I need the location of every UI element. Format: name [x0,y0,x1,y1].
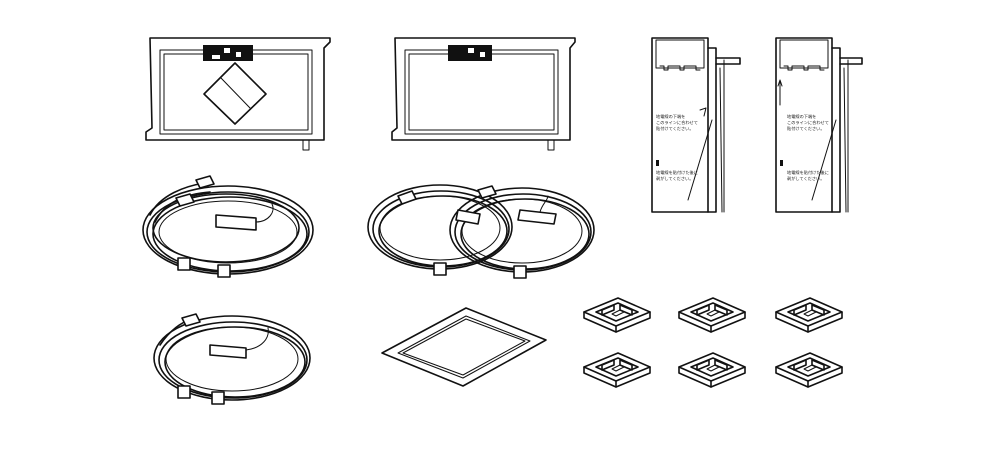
sheet-text-9: 地電線を貼付けた後に [787,169,829,176]
sheet-text-1: 地電線の下端を [656,113,685,120]
cord-clamp-5 [678,352,746,388]
cord-clamp-1 [583,297,651,333]
cord-clamp-6 [775,352,843,388]
sheet-text-5: 剥がしてください。 [656,175,693,182]
sheet-text-3: 貼付けてください。 [656,125,694,132]
cord-clamp-2 [678,297,746,333]
element-sheet-right: 地電線の下端を このラインに合わせて 貼付けてください。 地電線を貼付けた後に … [775,37,863,213]
sheet-text-7: このラインに合わせて [787,119,829,126]
antenna-cable-single [153,313,311,405]
sheet-text-10: 剥がしてください。 [787,175,824,182]
antenna-cable-double [367,184,595,279]
film-antenna-small [391,37,576,151]
element-sheet-left: 地電線の下端を このラインに合わせて 貼付けてください。 地電線を貼付けた後に … [651,37,741,213]
film-antenna-large [145,37,331,151]
sheet-text-6: 地電線の下端を [787,113,816,120]
antenna-cable-pair [142,175,314,278]
sheet-text-8: 貼付けてください。 [787,125,825,132]
sheet-text-2: このラインに合わせて [656,119,698,126]
sheet-text-4: 地電線を貼付けた後に [656,169,698,176]
cleaning-sheet [381,307,547,387]
cord-clamp-4 [583,352,651,388]
cord-clamp-3 [775,297,843,333]
